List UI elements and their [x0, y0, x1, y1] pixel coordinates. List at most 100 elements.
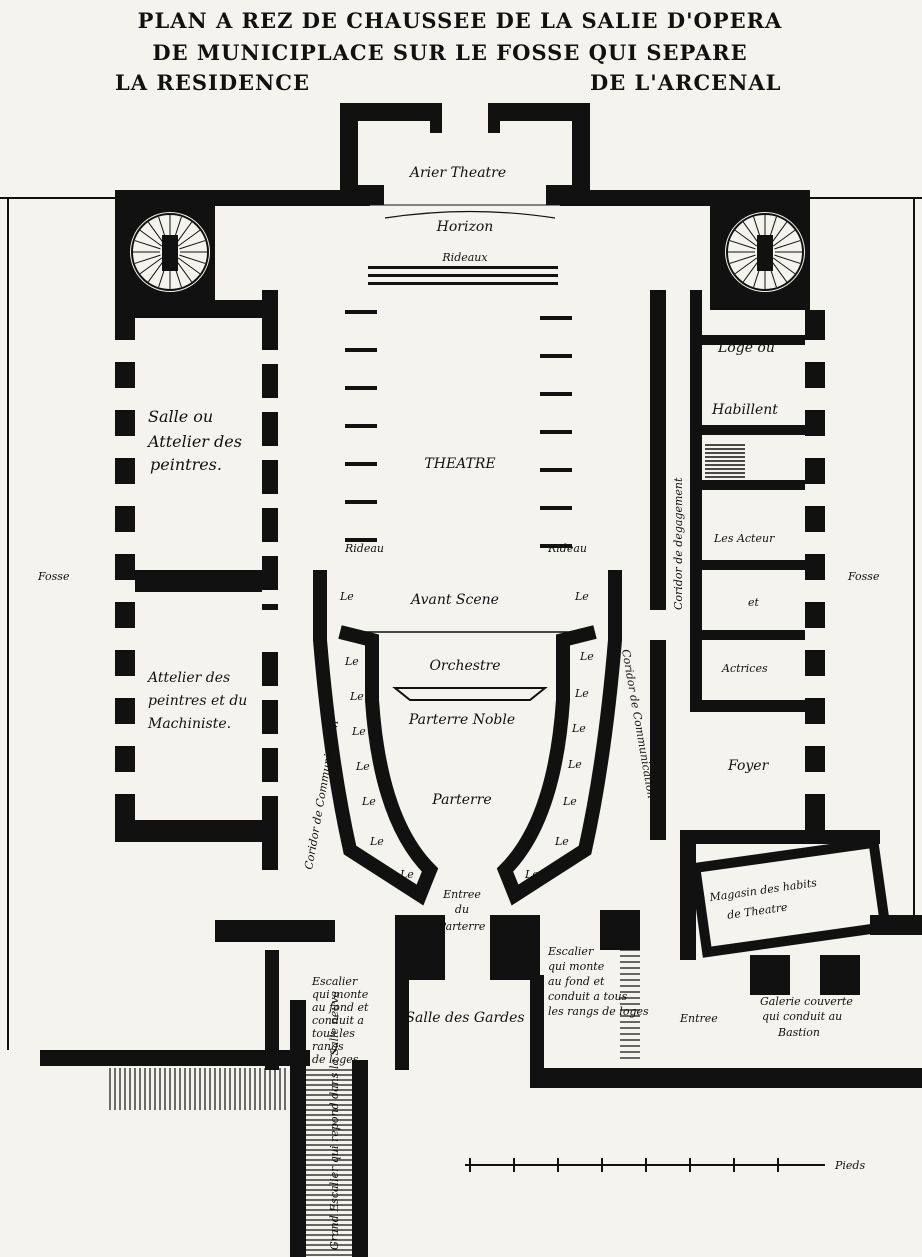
- label-theatre: THEATRE: [424, 456, 495, 472]
- label-entree-parterre-1: Entree: [442, 888, 481, 901]
- loge-label: Le: [579, 650, 594, 663]
- label-loge-habillement-2: Habillent: [711, 402, 778, 418]
- escalier-left-line: au fond et: [312, 1001, 369, 1014]
- escalier-right-line: les rangs de loges: [548, 1005, 649, 1018]
- window-opening: [805, 724, 825, 746]
- window-opening: [805, 676, 825, 698]
- wing-flat-left: [345, 386, 377, 390]
- label-pieds: Pieds: [834, 1159, 865, 1172]
- window-opening: [805, 340, 825, 362]
- loge-label: Le: [574, 687, 589, 700]
- escalier-left-line: conduit a: [312, 1014, 364, 1027]
- loge-label: Le: [554, 835, 569, 848]
- left-spiral-stair: [115, 190, 215, 310]
- escalier-left-line: rangs: [312, 1040, 344, 1053]
- window-opening: [262, 782, 278, 796]
- wing-flat-right: [540, 354, 572, 358]
- title-line-4: DE L'ARCENAL: [590, 70, 781, 95]
- window-opening: [262, 638, 278, 652]
- loge-label: Le: [369, 835, 384, 848]
- label-salle-atelier-2: Attelier des: [146, 432, 242, 451]
- label-corridor-degagement: Coridor de degagement: [672, 477, 685, 610]
- loge-label: Le: [524, 868, 539, 881]
- escalier-right-line: qui monte: [548, 960, 605, 973]
- label-horizon: Horizon: [436, 219, 494, 235]
- stage: [345, 204, 575, 701]
- window-opening: [115, 628, 135, 650]
- window-opening: [262, 734, 278, 748]
- label-entree: Entree: [679, 1012, 718, 1025]
- escalier-right-line: conduit a tous: [548, 990, 628, 1003]
- label-acteurs-3: Actrices: [721, 662, 768, 675]
- lower-walls: [40, 830, 922, 1257]
- escalier-left-line: Escalier: [311, 975, 358, 988]
- label-grand-escalier: Grand Escalier qui repond dans la Salle …: [328, 990, 341, 1250]
- window-opening: [115, 340, 135, 362]
- wing-flat-right: [540, 392, 572, 396]
- label-parterre: Parterre: [431, 792, 491, 808]
- label-atelier-machiniste-2: peintres et du: [148, 693, 247, 709]
- escalier-left-line: qui monte: [312, 988, 369, 1001]
- window-opening: [115, 388, 135, 410]
- label-magasin-2: de Theatre: [726, 900, 788, 921]
- wing-flat-left: [345, 500, 377, 504]
- escalier-right-line: Escalier: [547, 945, 594, 958]
- label-rideau-left: Rideau: [344, 542, 384, 555]
- loge-label: Le: [567, 758, 582, 771]
- window-opening: [805, 532, 825, 554]
- window-opening: [805, 580, 825, 602]
- label-galerie-2: qui conduit au: [762, 1010, 842, 1023]
- label-entree-parterre-2: du: [455, 903, 469, 916]
- window-opening: [805, 628, 825, 650]
- lower-stair-hatching: [109, 949, 640, 1256]
- loge-label: Le: [351, 725, 366, 738]
- title-line-1: PLAN A REZ DE CHAUSSEE DE LA SALIE D'OPE…: [138, 8, 783, 33]
- label-avant-scene: Avant Scene: [409, 592, 499, 608]
- wing-flat-right: [540, 468, 572, 472]
- dressing-stair: [705, 444, 745, 478]
- right-spiral-stair: [710, 190, 810, 310]
- wing-flat-left: [345, 348, 377, 352]
- label-atelier-machiniste-3: Machiniste.: [147, 716, 231, 732]
- window-opening: [262, 590, 278, 604]
- label-loge-habillement-1: Loge ou: [717, 340, 775, 356]
- label-fosse-left: Fosse: [37, 570, 70, 583]
- label-acteurs-1: Les Acteur: [713, 532, 775, 545]
- wing-flat-right: [540, 316, 572, 320]
- label-orchestre: Orchestre: [429, 658, 500, 674]
- label-foyer: Foyer: [727, 758, 770, 774]
- loge-label: Le: [399, 868, 414, 881]
- scale-bar: [465, 1158, 825, 1172]
- arrier-theatre-walls: [340, 103, 590, 205]
- loge-label: Le: [574, 590, 589, 603]
- window-opening: [115, 772, 135, 794]
- label-acteurs-2: et: [748, 596, 760, 609]
- label-salle-gardes: Salle des Gardes: [405, 1010, 524, 1026]
- label-fosse-right: Fosse: [847, 570, 880, 583]
- window-opening: [262, 686, 278, 700]
- label-arrier-theatre: Arier Theatre: [408, 165, 506, 181]
- window-opening: [115, 532, 135, 554]
- label-entree-parterre-3: Parterre: [438, 920, 486, 933]
- window-opening: [115, 724, 135, 746]
- loge-label: Le: [349, 690, 364, 703]
- label-salle-atelier-3: peintres.: [150, 455, 222, 474]
- wing-flat-right: [540, 506, 572, 510]
- wing-flat-left: [345, 462, 377, 466]
- window-opening: [805, 772, 825, 794]
- escalier-right-line: au fond et: [548, 975, 605, 988]
- loge-label: Le: [344, 655, 359, 668]
- loge-label: Le: [339, 590, 354, 603]
- window-opening: [262, 398, 278, 412]
- window-openings: [115, 340, 825, 796]
- label-galerie-3: Bastion: [777, 1026, 820, 1039]
- window-opening: [805, 484, 825, 506]
- escalier-left-line: de loges: [312, 1053, 359, 1066]
- label-atelier-machiniste-1: Attelier des: [146, 670, 230, 686]
- wing-flat-left: [345, 310, 377, 314]
- label-magasin-1: Magasin des habits: [708, 876, 818, 904]
- loge-label: Le: [361, 795, 376, 808]
- window-opening: [262, 494, 278, 508]
